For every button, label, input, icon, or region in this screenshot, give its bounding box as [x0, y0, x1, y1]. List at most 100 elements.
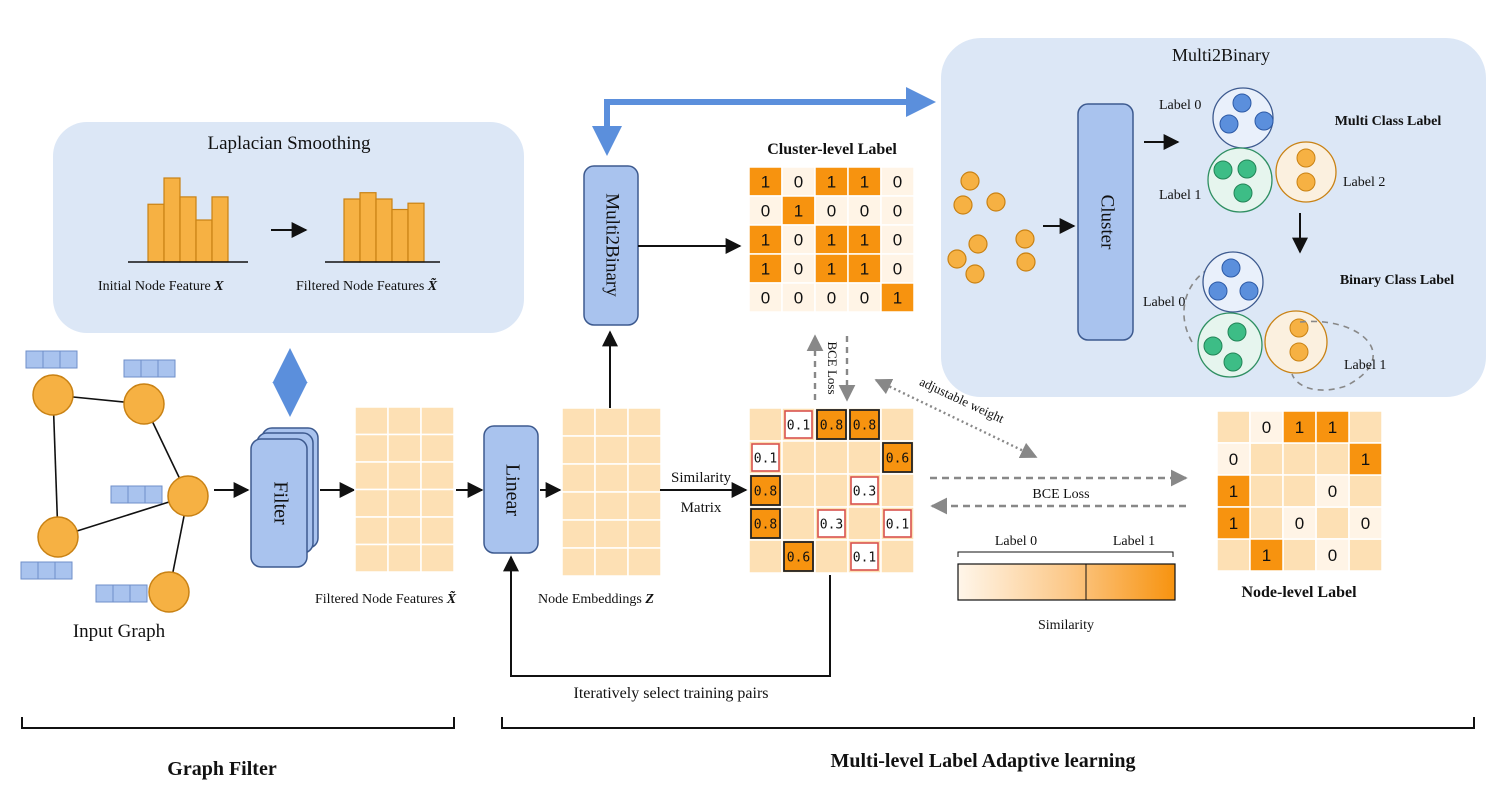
feature-bar: [179, 196, 197, 263]
filtered-features-caption: Filtered Node Features X̃: [315, 589, 457, 607]
cluster-cell-value: 0: [893, 202, 902, 221]
cluster-cell: [814, 166, 849, 197]
matrix-cell: [1249, 474, 1284, 508]
graph-node: [148, 571, 190, 613]
unclustered-node: [953, 195, 973, 215]
matrix-cell: [594, 491, 629, 521]
multi2binary-block: Multi2Binary: [583, 165, 639, 326]
matrix-cell: [1348, 474, 1383, 508]
feature-bar: [195, 219, 213, 263]
matrix-cell: [847, 506, 882, 541]
matrix-cell: [1348, 410, 1383, 444]
cell-value: 0: [1328, 482, 1337, 501]
value-cell: [1282, 506, 1317, 540]
matrix-cell: [627, 407, 662, 437]
cell-value: 1: [1262, 546, 1271, 565]
cluster-cell: [781, 195, 816, 226]
laplacian-smoothing-panel: Laplacian Smoothing Initial Node Feature…: [53, 122, 524, 333]
cluster-cell: [781, 282, 816, 313]
multi-label0: Label 0: [1159, 98, 1201, 113]
matrix-cell: [420, 433, 455, 463]
feature-bar: [407, 202, 425, 263]
cluster-cell-value: 0: [761, 289, 770, 308]
cell-value: 1: [1295, 418, 1304, 437]
cell-value: 0: [1361, 514, 1370, 533]
value-cell: [850, 542, 879, 571]
cluster-cell: [880, 253, 915, 284]
value-cell: [783, 541, 814, 572]
matrix-cell: [387, 543, 422, 573]
initial-feature-caption: Initial Node Feature X: [98, 279, 224, 294]
binary-class-label: Binary Class Label: [1340, 273, 1454, 288]
multi2binary-block-label: Multi2Binary: [602, 193, 623, 297]
value-cell: [1348, 506, 1383, 540]
matrix-cell: [594, 435, 629, 465]
matrix-cell: [420, 406, 455, 436]
cluster-cell-value: 1: [860, 260, 869, 279]
cluster-label2-circle: [1275, 141, 1337, 203]
value-cell: [816, 409, 847, 440]
value-cell: [1348, 442, 1383, 476]
matrix-cell: [561, 435, 596, 465]
unclustered-node: [1016, 252, 1036, 272]
value-cell: [817, 509, 846, 538]
matrix-cell: [420, 461, 455, 491]
cell-value: 0.1: [754, 452, 777, 467]
value-cell: [1315, 410, 1350, 444]
cluster-cell-value: 1: [761, 260, 770, 279]
matrix-cell: [847, 440, 882, 475]
graph-node: [167, 475, 209, 517]
matrix-cell: [354, 543, 389, 573]
matrix-cell: [387, 433, 422, 463]
node-level-title: Node-level Label: [1241, 584, 1357, 601]
matrix-cell: [354, 488, 389, 518]
cluster-cell-value: 1: [827, 231, 836, 250]
cell-value: 1: [1328, 418, 1337, 437]
iterative-loop-arrow: [503, 555, 831, 677]
cluster-cell-value: 0: [794, 260, 803, 279]
cluster-cell: [880, 195, 915, 226]
value-cell: [1282, 410, 1317, 444]
matrix-cell: [1282, 442, 1317, 476]
value-cell: [784, 410, 813, 439]
matrix-cell: [561, 491, 596, 521]
matrix-cell: [1315, 506, 1350, 540]
matrix-cell: [781, 440, 816, 475]
multi-label1: Label 1: [1159, 188, 1201, 203]
value-cell: [850, 476, 879, 505]
matrix-cell: [354, 516, 389, 546]
binary-label1: Label 1: [1344, 358, 1386, 373]
matrix-cell: [1282, 474, 1317, 508]
feature-bar: [391, 208, 409, 263]
cluster-cell-value: 0: [860, 289, 869, 308]
value-cell: [1216, 506, 1251, 540]
unclustered-node: [968, 234, 988, 254]
matrix-cell: [561, 463, 596, 493]
feature-vectors: [20, 350, 176, 603]
value-cell: [750, 475, 781, 506]
cluster-level-title: Cluster-level Label: [767, 141, 897, 158]
multi-level-bracket: [501, 717, 1475, 729]
cluster-cell-value: 1: [827, 260, 836, 279]
cluster-cell-value: 0: [794, 231, 803, 250]
matrix-cell: [781, 473, 816, 508]
matrix-cell: [1249, 442, 1284, 476]
feature-bar: [375, 198, 393, 263]
matrix-cell: [561, 519, 596, 549]
cell-value: 0.3: [820, 518, 843, 533]
matrix-cell: [594, 519, 629, 549]
value-cell: [1315, 538, 1350, 572]
cell-value: 0: [1229, 450, 1238, 469]
matrix-cell: [1348, 538, 1383, 572]
cluster-cell-value: 0: [893, 231, 902, 250]
cluster-cell: [880, 166, 915, 197]
cell-value: 0.1: [853, 551, 876, 566]
cluster-cell-value: 1: [860, 231, 869, 250]
matrix-cell: [420, 543, 455, 573]
cell-value: 0.6: [886, 452, 909, 467]
cluster-cell: [814, 195, 849, 226]
similarity-label-line2: Matrix: [681, 500, 722, 516]
multi-class-label: Multi Class Label: [1335, 114, 1442, 129]
